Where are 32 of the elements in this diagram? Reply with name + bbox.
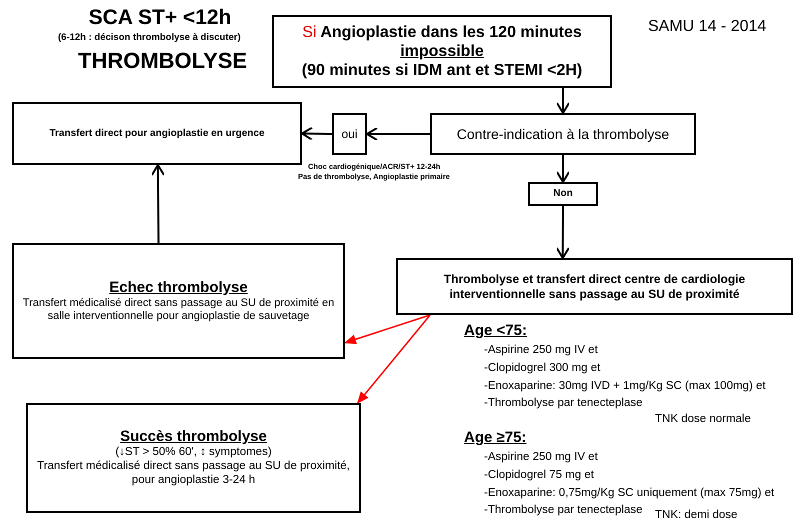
dosage-line: -Aspirine 250 mg IV et bbox=[484, 451, 598, 465]
dosage-line: -Clopidogrel 300 mg et bbox=[484, 362, 600, 376]
answer-box: Non bbox=[528, 182, 598, 206]
arrow bbox=[556, 206, 570, 259]
process-box: Transfert direct pour angioplastie en urgence bbox=[12, 102, 302, 165]
dosage-line: -Thrombolyse par tenecteplase bbox=[484, 504, 643, 518]
decision-box: Contre-indication à la thrombolyse bbox=[430, 113, 696, 155]
dosage-line: TNK dose normale bbox=[655, 413, 751, 427]
answer-box: oui bbox=[332, 113, 367, 155]
arrow bbox=[366, 127, 430, 141]
dosage-line: -Enoxaparine: 30mg IVD + 1mg/Kg SC (max 100mg) et bbox=[484, 380, 766, 394]
dosage-line: -Enoxaparine: 0,75mg/Kg SC uniquement (max 75mg) et bbox=[484, 487, 774, 501]
subtitle: (6-12h : décison thrombolyse à discuter) bbox=[58, 32, 241, 44]
condition-box: Si Angioplastie dans les 120 minutes impossible (90 minutes si IDM ant et STEMI <2H) bbox=[272, 15, 612, 88]
section-heading: Age <75: bbox=[464, 322, 527, 340]
arrow bbox=[556, 155, 570, 183]
arrow bbox=[344, 314, 430, 344]
section-heading: Age ≥75: bbox=[464, 429, 526, 447]
process-box: Thrombolyse et transfert direct centre de cardiologie interventionnelle sans passage au SU de proximité bbox=[396, 258, 793, 315]
arrow bbox=[357, 314, 431, 404]
outcome-box: Echec thrombolyse Transfert médicalisé direct sans passage au SU de proximité en salle interventionnelle pour angioplastie de sauvetage bbox=[12, 243, 345, 359]
heading: THROMBOLYSE bbox=[78, 48, 248, 74]
dosage-line: -Aspirine 250 mg IV et bbox=[484, 344, 598, 358]
dosage-line: -Thrombolyse par tenecteplase bbox=[484, 397, 643, 411]
arrow bbox=[556, 88, 570, 114]
dosage-line: TNK: demi dose bbox=[655, 509, 738, 523]
dosage-line: -Clopidogrel 75 mg et bbox=[484, 469, 594, 483]
title: SCA ST+ <12h bbox=[88, 6, 232, 30]
source-note: SAMU 14 - 2014 bbox=[648, 17, 766, 36]
arrow bbox=[150, 164, 165, 243]
outcome-box: Succès thrombolyse (↓ST > 50% 60', ↕ symptomes) Transfert médicalisé direct sans passage au SU de proximité, pour angioplastie 3-24 h bbox=[26, 403, 361, 513]
arrow bbox=[301, 126, 332, 141]
